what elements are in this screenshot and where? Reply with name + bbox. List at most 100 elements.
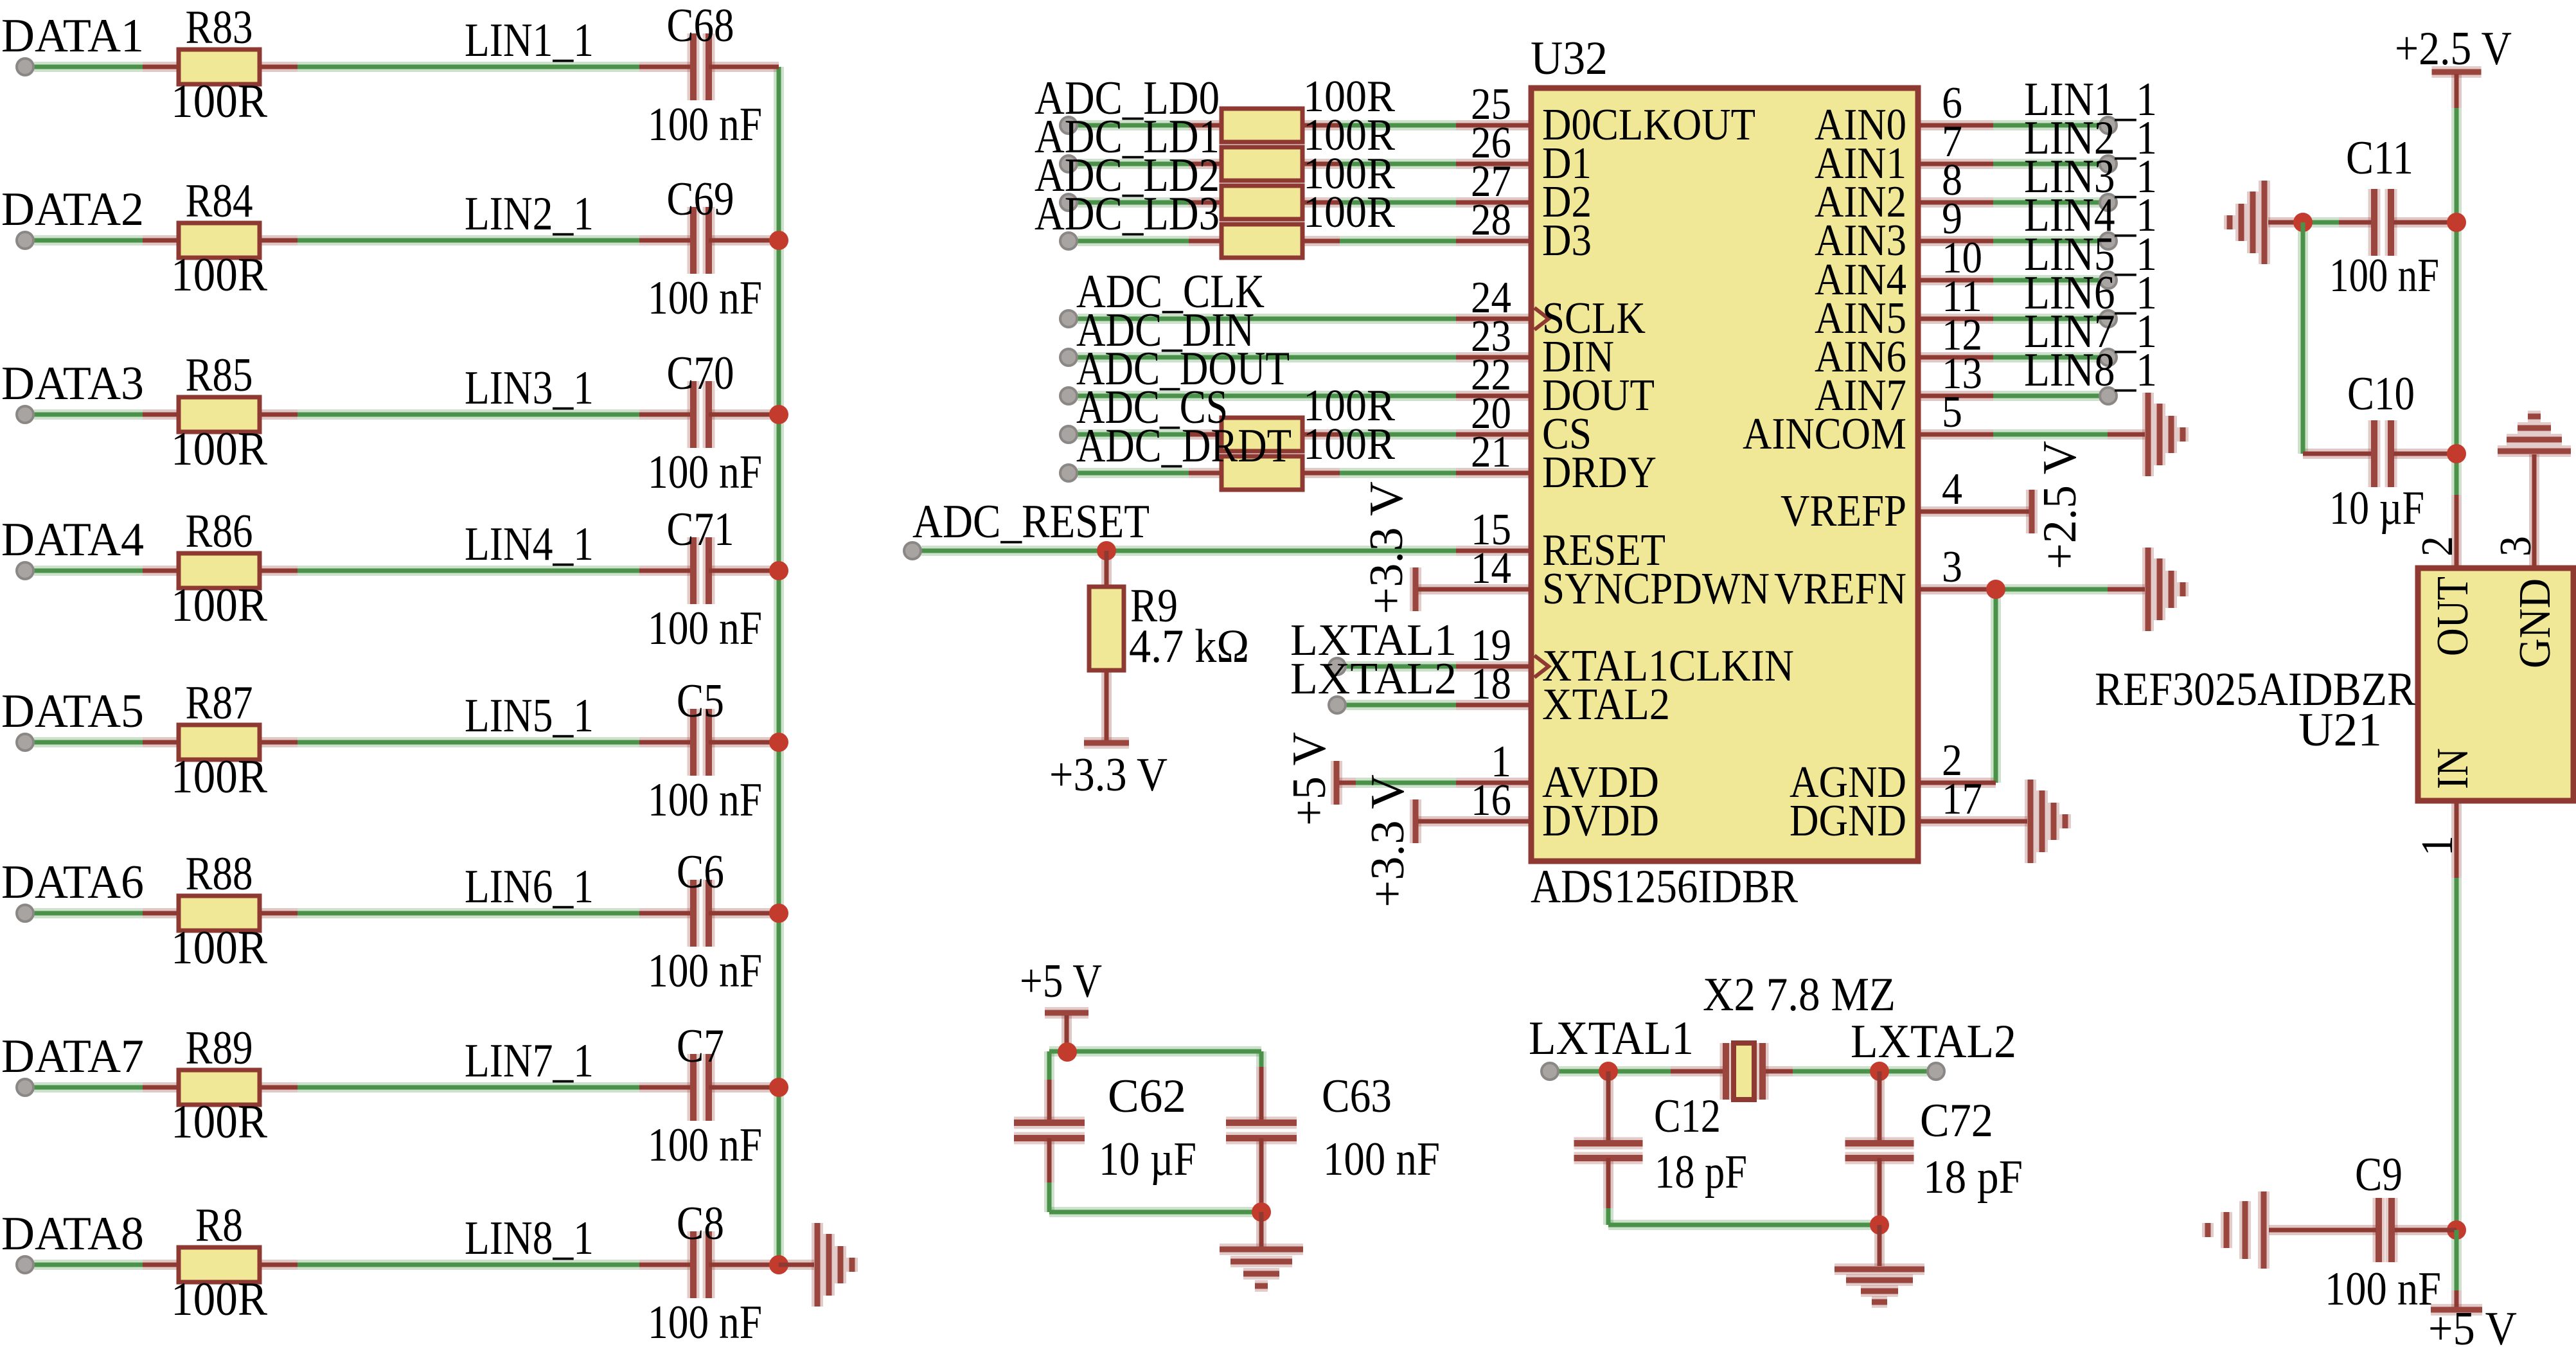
- svg-text:C7: C7: [677, 1020, 724, 1073]
- svg-text:10 µF: 10 µF: [2329, 482, 2424, 535]
- svg-text:19: 19: [1471, 621, 1511, 670]
- svg-text:ADC_LD0: ADC_LD0: [1035, 72, 1220, 125]
- svg-text:+3.3 V: +3.3 V: [1049, 749, 1168, 801]
- svg-text:26: 26: [1471, 118, 1511, 168]
- svg-text:LXTAL1: LXTAL1: [1290, 616, 1457, 665]
- svg-text:LIN2_1: LIN2_1: [465, 188, 594, 240]
- svg-text:27: 27: [1471, 157, 1511, 206]
- svg-text:IN: IN: [2428, 748, 2478, 789]
- svg-text:6: 6: [1942, 78, 1962, 128]
- svg-text:D0CLKOUT: D0CLKOUT: [1542, 100, 1755, 150]
- svg-text:+5 V: +5 V: [1020, 955, 1102, 1008]
- svg-text:R88: R88: [186, 848, 253, 900]
- svg-text:LXTAL2: LXTAL2: [1290, 654, 1457, 704]
- svg-text:100R: 100R: [1303, 188, 1395, 237]
- svg-text:LIN4_1: LIN4_1: [465, 518, 594, 571]
- svg-text:R8: R8: [195, 1199, 243, 1252]
- svg-text:R87: R87: [186, 677, 253, 729]
- svg-text:AVDD: AVDD: [1542, 758, 1659, 807]
- svg-text:28: 28: [1471, 195, 1511, 245]
- svg-text:11: 11: [1942, 272, 1982, 321]
- svg-text:C10: C10: [2347, 368, 2415, 420]
- svg-text:LIN3_1: LIN3_1: [465, 362, 594, 415]
- svg-text:23: 23: [1471, 312, 1511, 361]
- svg-text:R85: R85: [186, 349, 253, 402]
- svg-text:C70: C70: [667, 347, 734, 400]
- svg-text:ADC_DRDT: ADC_DRDT: [1076, 420, 1292, 472]
- svg-text:LIN1_1: LIN1_1: [465, 14, 594, 67]
- svg-text:AIN7: AIN7: [1815, 371, 1906, 420]
- svg-text:DATA7: DATA7: [1, 1030, 144, 1083]
- svg-text:3: 3: [2491, 536, 2541, 557]
- svg-text:+5 V: +5 V: [1283, 732, 1336, 826]
- svg-text:AIN6: AIN6: [1815, 332, 1906, 382]
- svg-text:ADC_LD3: ADC_LD3: [1035, 188, 1220, 240]
- svg-text:AIN3: AIN3: [1815, 216, 1906, 265]
- svg-text:C5: C5: [677, 675, 724, 727]
- svg-text:ADS1256IDBR: ADS1256IDBR: [1531, 861, 1799, 913]
- svg-text:ADC_CLK: ADC_CLK: [1076, 265, 1265, 318]
- svg-text:10 µF: 10 µF: [1099, 1133, 1196, 1186]
- svg-text:DOUT: DOUT: [1542, 371, 1655, 420]
- svg-text:CS: CS: [1542, 409, 1592, 459]
- svg-text:16: 16: [1471, 776, 1511, 825]
- svg-text:12: 12: [1942, 310, 1982, 360]
- svg-text:AIN1: AIN1: [1815, 139, 1906, 188]
- svg-text:100R: 100R: [171, 922, 268, 974]
- svg-text:DATA1: DATA1: [1, 10, 144, 62]
- svg-text:VREFP: VREFP: [1781, 486, 1906, 536]
- svg-text:LIN4_1: LIN4_1: [2024, 189, 2157, 242]
- svg-text:21: 21: [1471, 427, 1511, 477]
- svg-text:C71: C71: [667, 503, 734, 556]
- svg-text:100R: 100R: [1303, 381, 1395, 431]
- svg-text:100R: 100R: [171, 579, 268, 632]
- svg-text:2: 2: [2413, 536, 2462, 557]
- svg-text:ADC_RESET: ADC_RESET: [912, 495, 1150, 548]
- svg-text:100 nF: 100 nF: [648, 945, 762, 997]
- svg-text:18: 18: [1471, 659, 1511, 709]
- svg-text:13: 13: [1942, 349, 1982, 398]
- svg-text:100 nF: 100 nF: [2329, 249, 2439, 302]
- svg-text:C69: C69: [667, 173, 734, 226]
- svg-text:20: 20: [1471, 389, 1511, 438]
- svg-text:R89: R89: [186, 1022, 253, 1075]
- svg-text:+3.3 V: +3.3 V: [1360, 481, 1413, 614]
- svg-text:1: 1: [1491, 737, 1511, 787]
- svg-text:9: 9: [1942, 194, 1962, 244]
- svg-text:D3: D3: [1542, 216, 1592, 265]
- svg-text:100R: 100R: [171, 423, 268, 476]
- svg-text:100R: 100R: [171, 249, 268, 301]
- svg-text:DATA5: DATA5: [1, 685, 144, 738]
- svg-text:REF3025AIDBZR: REF3025AIDBZR: [2095, 663, 2416, 716]
- svg-text:17: 17: [1942, 774, 1982, 824]
- svg-text:14: 14: [1471, 544, 1511, 593]
- svg-text:LIN7_1: LIN7_1: [2024, 305, 2157, 358]
- svg-text:D1: D1: [1542, 139, 1592, 188]
- svg-text:C63: C63: [1322, 1070, 1392, 1123]
- svg-text:100 nF: 100 nF: [648, 602, 762, 655]
- svg-text:ADC_LD1: ADC_LD1: [1035, 111, 1220, 163]
- svg-text:LIN5_1: LIN5_1: [465, 690, 594, 742]
- svg-text:C9: C9: [2355, 1148, 2403, 1201]
- svg-text:LIN6_1: LIN6_1: [465, 861, 594, 913]
- svg-text:ADC_DIN: ADC_DIN: [1076, 304, 1254, 357]
- svg-text:C11: C11: [2346, 132, 2413, 184]
- svg-text:DRDY: DRDY: [1542, 448, 1657, 497]
- svg-text:100 nF: 100 nF: [2325, 1263, 2441, 1316]
- svg-text:2: 2: [1942, 736, 1962, 785]
- svg-text:AINCOM: AINCOM: [1743, 409, 1906, 459]
- svg-text:RESET: RESET: [1542, 526, 1666, 575]
- svg-text:GND: GND: [2510, 578, 2560, 668]
- svg-text:XTAL2: XTAL2: [1542, 680, 1670, 729]
- svg-text:DIN: DIN: [1542, 332, 1614, 382]
- svg-text:AGND: AGND: [1790, 758, 1906, 807]
- svg-text:100 nF: 100 nF: [648, 1119, 762, 1172]
- svg-text:ADC_CS: ADC_CS: [1076, 381, 1228, 434]
- svg-text:100R: 100R: [171, 75, 268, 128]
- svg-text:100R: 100R: [1303, 420, 1395, 469]
- svg-text:100R: 100R: [1303, 149, 1395, 199]
- svg-text:4.7 kΩ: 4.7 kΩ: [1129, 620, 1249, 673]
- svg-text:100 nF: 100 nF: [648, 446, 762, 499]
- svg-text:4: 4: [1942, 465, 1962, 514]
- svg-text:LIN8_1: LIN8_1: [465, 1212, 594, 1265]
